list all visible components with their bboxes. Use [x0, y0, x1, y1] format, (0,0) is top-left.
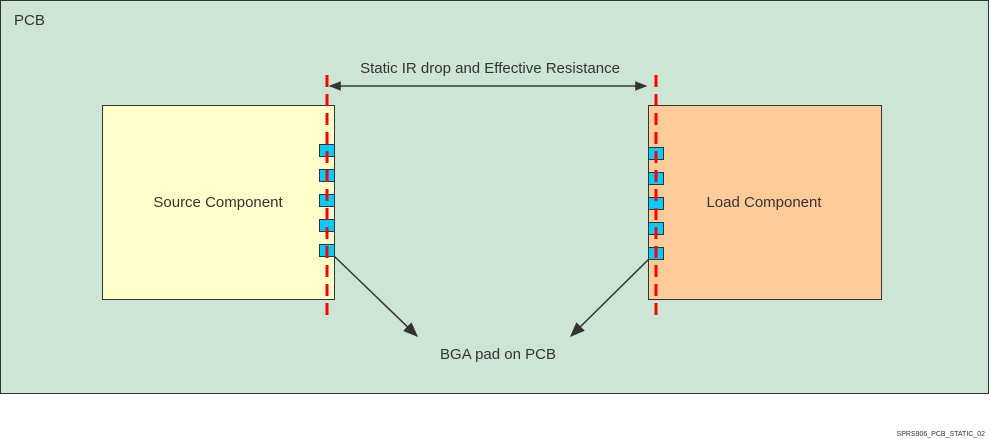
figure-id: SPRS906_PCB_STATIC_02 — [897, 431, 986, 438]
load-pad-arrow — [569, 258, 650, 338]
source-component — [102, 105, 335, 300]
load-component-label: Load Component — [706, 194, 822, 211]
pcb-label: PCB — [14, 12, 45, 29]
bga-pad-label: BGA pad on PCB — [440, 346, 556, 363]
load-component — [648, 105, 882, 300]
source-pad-arrow — [333, 255, 419, 338]
diagram-title: Static IR drop and Effective Resistance — [360, 60, 620, 77]
source-component-label: Source Component — [153, 194, 283, 211]
load-pads — [648, 147, 664, 260]
